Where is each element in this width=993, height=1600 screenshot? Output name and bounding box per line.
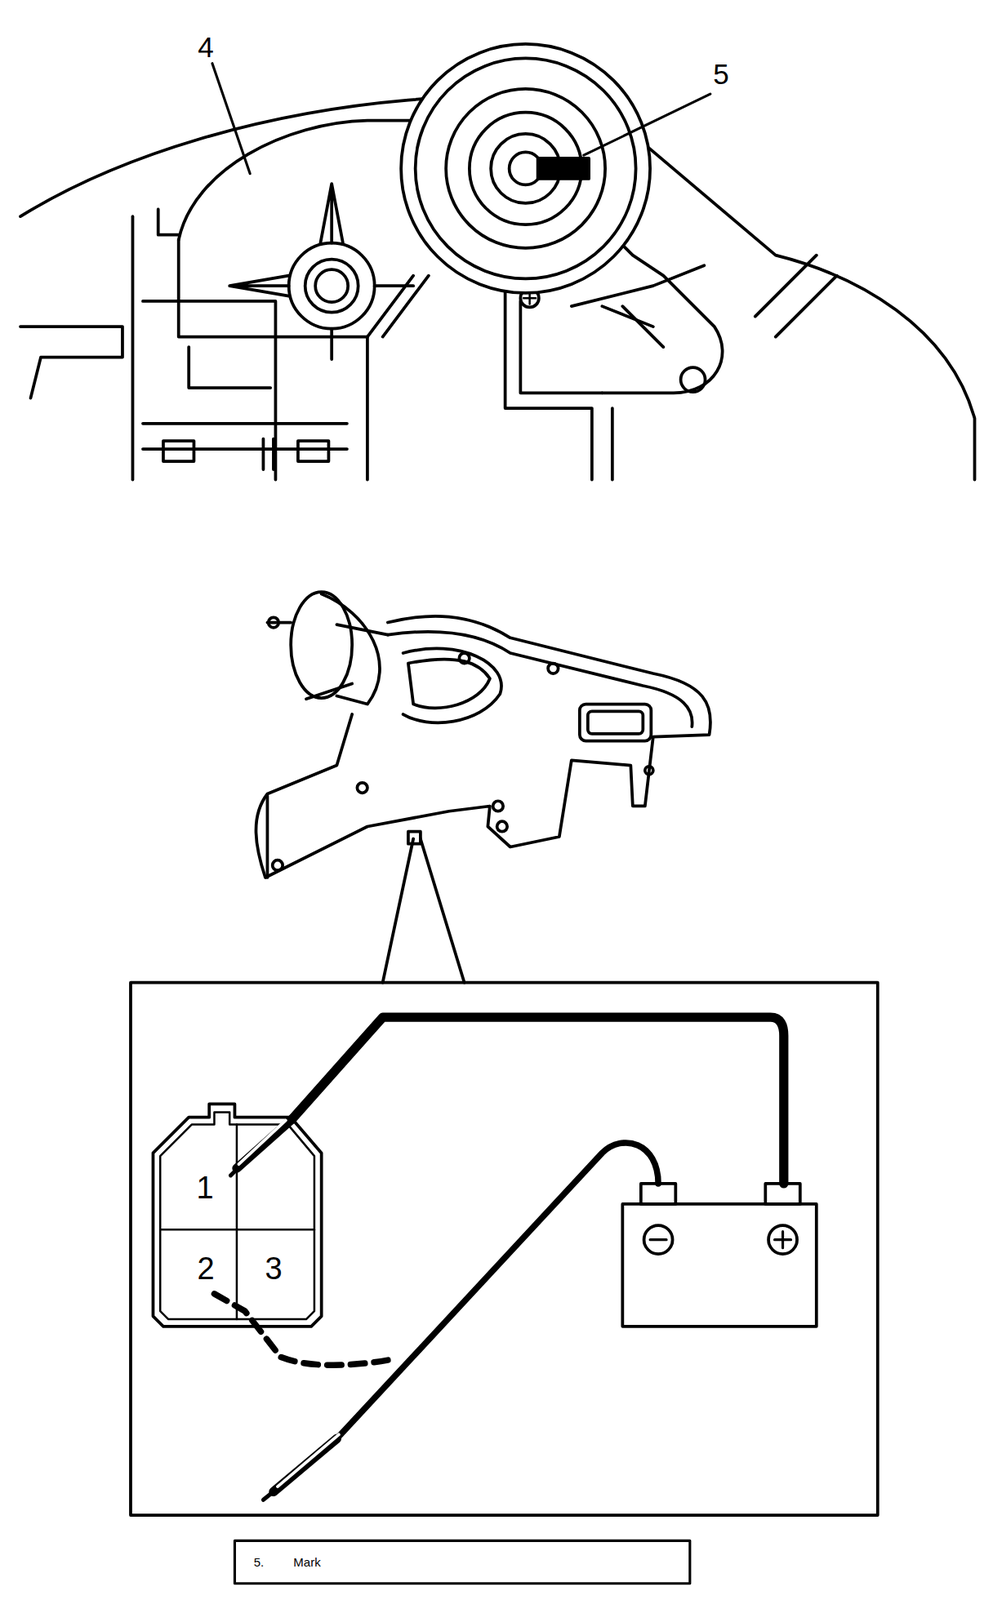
pin-number: 1 (195, 1172, 214, 1204)
callout-number: 5 (712, 59, 729, 89)
pin-number: 2 (196, 1253, 214, 1285)
callout-number: 4 (197, 32, 214, 62)
pin-number: 3 (264, 1253, 282, 1285)
legend-number: 5. (253, 1556, 265, 1569)
legend-text: Mark (293, 1556, 321, 1569)
